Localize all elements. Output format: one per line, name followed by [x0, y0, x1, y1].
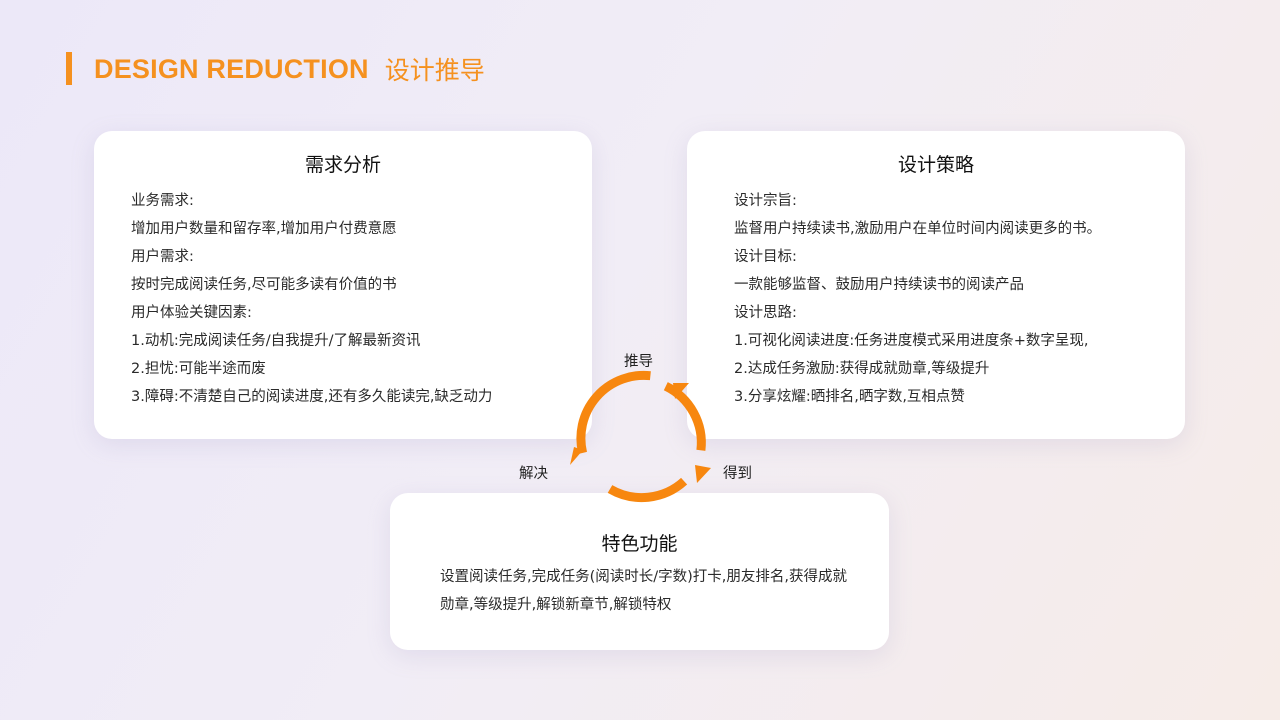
needs-line: 用户体验关键因素:	[131, 305, 252, 321]
needs-line: 3.障碍:不清楚自己的阅读进度,还有多久能读完,缺乏动力	[131, 389, 493, 405]
feature-title: 特色功能	[601, 533, 678, 555]
page-title-english: DESIGN REDUCTION	[94, 53, 369, 84]
feature-card: 特色功能 设置阅读任务,完成任务(阅读时长/字数)打卡,朋友排名,获得成就勋章,…	[390, 493, 889, 650]
design-strategy-list: 设计宗旨: 监督用户持续读书,激励用户在单位时间内阅读更多的书。 设计目标: 一…	[734, 187, 1174, 411]
strategy-line: 监督用户持续读书,激励用户在单位时间内阅读更多的书。	[734, 221, 1102, 237]
design-strategy-title: 设计策略	[897, 154, 974, 176]
needs-analysis-card: 需求分析 业务需求: 增加用户数量和留存率,增加用户付费意愿 用户需求: 按时完…	[94, 131, 592, 439]
design-strategy-card: 设计策略 设计宗旨: 监督用户持续读书,激励用户在单位时间内阅读更多的书。 设计…	[687, 131, 1185, 439]
needs-line: 用户需求:	[131, 249, 194, 265]
title-accent-bar	[66, 52, 72, 85]
feature-description: 设置阅读任务,完成任务(阅读时长/字数)打卡,朋友排名,获得成就勋章,等级提升,…	[440, 569, 848, 613]
page-title-chinese: 设计推导	[384, 56, 485, 85]
strategy-line: 一款能够监督、鼓励用户持续读书的阅读产品	[734, 277, 1024, 293]
strategy-line: 设计宗旨:	[734, 193, 797, 209]
strategy-line: 1.可视化阅读进度:任务进度模式采用进度条+数字呈现,	[734, 333, 1089, 349]
strategy-line: 2.达成任务激励:获得成就勋章,等级提升	[734, 361, 990, 377]
needs-line: 增加用户数量和留存率,增加用户付费意愿	[131, 221, 397, 237]
needs-analysis-title: 需求分析	[304, 154, 381, 176]
cycle-label-derive: 推导	[624, 354, 653, 370]
strategy-line: 设计目标:	[734, 249, 797, 265]
needs-line: 业务需求:	[131, 193, 194, 209]
needs-analysis-list: 业务需求: 增加用户数量和留存率,增加用户付费意愿 用户需求: 按时完成阅读任务…	[131, 187, 581, 411]
needs-line: 2.担忧:可能半途而废	[131, 361, 266, 377]
strategy-line: 3.分享炫耀:晒排名,晒字数,互相点赞	[734, 389, 965, 405]
page-title: DESIGN REDUCTION 设计推导	[94, 50, 485, 88]
cycle-label-obtain: 得到	[723, 466, 752, 482]
needs-line: 1.动机:完成阅读任务/自我提升/了解最新资讯	[131, 333, 421, 349]
needs-line: 按时完成阅读任务,尽可能多读有价值的书	[131, 277, 397, 293]
cycle-label-solve: 解决	[519, 466, 548, 482]
cycle-arrows-icon	[570, 370, 711, 503]
strategy-line: 设计思路:	[734, 305, 797, 321]
